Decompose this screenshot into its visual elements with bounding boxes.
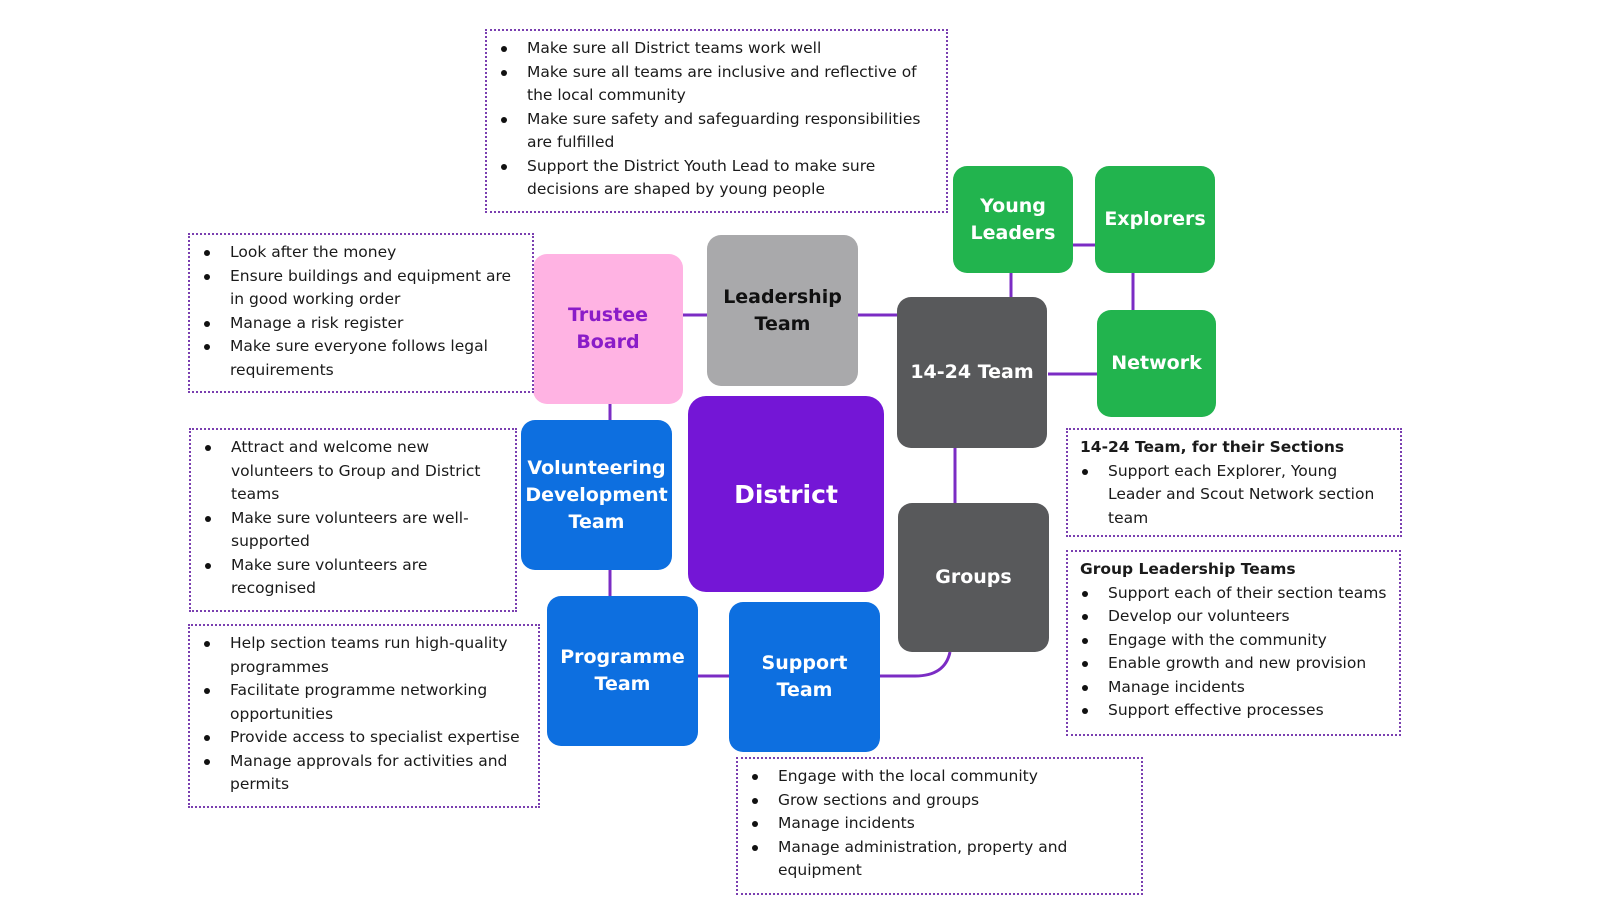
list-item: Make sure all District teams work well [499,37,938,61]
list-item: Support each Explorer, Young Leader and … [1080,460,1392,531]
list-item: Manage incidents [1080,676,1391,700]
team-14-24-notes: 14-24 Team, for their Sections Support e… [1066,428,1402,537]
list-item: Grow sections and groups [750,789,1133,813]
list-item: Support the District Youth Lead to make … [499,155,938,202]
support-team-notes: Engage with the local community Grow sec… [736,757,1143,895]
volunteering-development-team-node: Volunteering Development Team [521,420,672,570]
support-team-node: Support Team [729,602,880,752]
list-item: Ensure buildings and equipment are in go… [202,265,524,312]
list-item: Look after the money [202,241,524,265]
group-leadership-notes: Group Leadership Teams Support each of t… [1066,550,1401,736]
list-item: Facilitate programme networking opportun… [202,679,530,726]
list-item: Enable growth and new provision [1080,652,1391,676]
leadership-team-notes: Make sure all District teams work well M… [485,29,948,213]
list-item: Manage administration, property and equi… [750,836,1133,883]
list-item: Manage a risk register [202,312,524,336]
note-title: 14-24 Team, for their Sections [1080,438,1345,456]
list-item: Make sure all teams are inclusive and re… [499,61,938,108]
explorers-node: Explorers [1095,166,1215,273]
leadership-team-node: Leadership Team [707,235,858,386]
programme-team-node: Programme Team [547,596,698,746]
list-item: Support each of their section teams [1080,582,1391,606]
list-item: Support effective processes [1080,699,1391,723]
list-item: Make sure volunteers are well-supported [203,507,507,554]
team-14-24-node: 14-24 Team [897,297,1047,448]
programme-team-notes: Help section teams run high-quality prog… [188,624,540,808]
list-item: Manage approvals for activities and perm… [202,750,530,797]
volunteering-development-notes: Attract and welcome new volunteers to Gr… [189,428,517,612]
connector-support-groups [880,651,952,678]
list-item: Help section teams run high-quality prog… [202,632,530,679]
trustee-board-node: Trustee Board [533,254,683,404]
list-item: Engage with the local community [750,765,1133,789]
network-node: Network [1097,310,1216,417]
list-item: Manage incidents [750,812,1133,836]
list-item: Make sure safety and safeguarding respon… [499,108,938,155]
district-node: District [688,396,884,592]
list-item: Provide access to specialist expertise [202,726,530,750]
groups-node: Groups [898,503,1049,652]
list-item: Attract and welcome new volunteers to Gr… [203,436,507,507]
trustee-board-notes: Look after the money Ensure buildings an… [188,233,534,393]
list-item: Make sure everyone follows legal require… [202,335,524,382]
note-title: Group Leadership Teams [1080,560,1296,578]
list-item: Engage with the community [1080,629,1391,653]
young-leaders-node: Young Leaders [953,166,1073,273]
list-item: Develop our volunteers [1080,605,1391,629]
list-item: Make sure volunteers are recognised [203,554,507,601]
